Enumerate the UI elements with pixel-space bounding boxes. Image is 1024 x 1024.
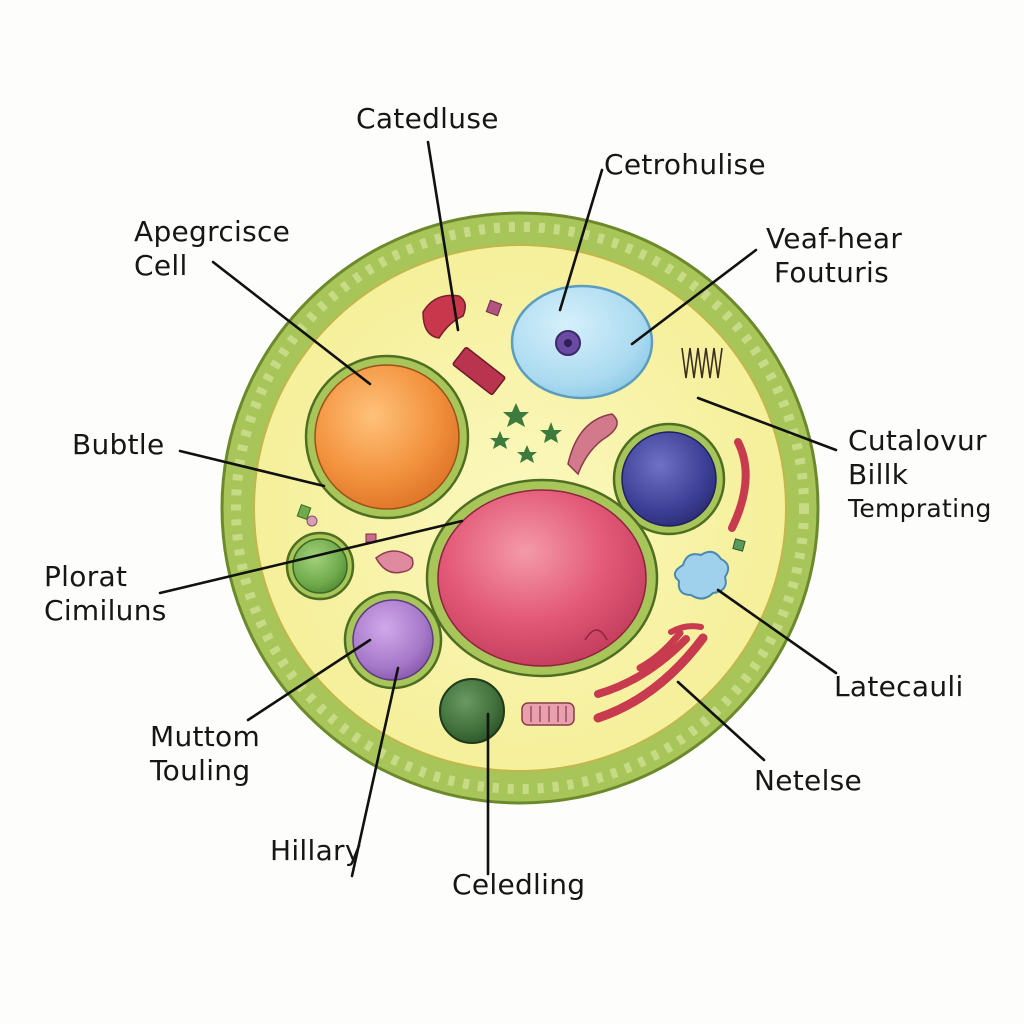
crimson-rectangle-organelle [452, 346, 506, 396]
label-plorat-line2: Cimiluns [44, 594, 167, 627]
label-bubtle-text: Bubtle [72, 428, 165, 461]
leader-line-apegrcisce [211, 260, 372, 386]
label-veafhear-fouturis: Veaf-hear Fouturis [766, 222, 902, 290]
label-catedluse-text: Catedluse [356, 102, 499, 135]
leader-line-cetrohulise [558, 168, 604, 312]
label-bubtle: Bubtle [72, 428, 165, 462]
label-latecauli: Latecauli [834, 670, 964, 704]
label-veafhear-line2: Fouturis [774, 256, 889, 289]
leader-line-bubtle [178, 449, 326, 488]
leader-line-catedluse [426, 140, 460, 332]
leader-line-plorat [158, 519, 464, 595]
leader-lines [158, 140, 838, 878]
label-veafhear-line1: Veaf-hear [766, 222, 903, 255]
leader-line-latecauli [716, 588, 838, 675]
leader-line-cutalovur [696, 396, 838, 452]
label-cutalovur-line2: Billk [848, 458, 909, 491]
label-apegrcisce-line1: Apegrcisce [134, 215, 291, 248]
label-muttom-line1: Muttom [150, 720, 261, 753]
green-organelle [285, 531, 355, 601]
leader-line-netelse [676, 680, 766, 762]
dark-green-organelle [439, 678, 505, 744]
leader-line-veafhear [630, 248, 758, 346]
label-cetrohulise: Cetrohulise [604, 148, 766, 182]
label-muttom-line2: Touling [150, 754, 251, 787]
label-celedling-text: Celedling [452, 868, 586, 901]
orange-organelle [304, 354, 470, 520]
navy-organelle [612, 422, 726, 536]
pink-curved-organelle [567, 413, 618, 476]
label-plorat-line1: Plorat [44, 560, 128, 593]
label-netelse: Netelse [754, 764, 862, 798]
small-green-bit [296, 504, 312, 520]
green-star-organelles [490, 403, 562, 463]
light-blue-organelle [673, 550, 730, 600]
label-apegrcisce-line2: Cell [134, 249, 188, 282]
label-hillary: Hillary [270, 834, 362, 868]
small-pink-bit [306, 515, 318, 527]
pink-bean-organelle [375, 550, 414, 574]
label-cutalovur-line1: Cutalovur [848, 424, 987, 457]
small-green-square-bit [732, 538, 746, 552]
label-cutalovur-line3: Temprating [848, 494, 992, 523]
blue-vacuole [510, 284, 654, 400]
leader-line-hillary [350, 666, 400, 878]
red-stacked-organelle [593, 623, 708, 723]
label-cetrohulise-text: Cetrohulise [604, 148, 766, 181]
label-latecauli-text: Latecauli [834, 670, 964, 703]
squiggle-organelle [681, 347, 723, 379]
leader-line-muttom [246, 638, 372, 722]
label-hillary-text: Hillary [270, 834, 362, 867]
purple-organelle [343, 590, 443, 690]
pink-nucleus [425, 478, 659, 678]
label-muttom-touling: Muttom Touling [150, 720, 260, 788]
label-plorat-cimiluns: Plorat Cimiluns [44, 560, 167, 628]
label-cutalovur-billk-temprating: Cutalovur Billk Temprating [848, 424, 992, 526]
label-celedling: Celedling [452, 868, 585, 902]
label-apegrcisce-cell: Apegrcisce Cell [134, 215, 290, 283]
ribbed-organelle [521, 702, 575, 726]
small-square-organelle [485, 299, 503, 317]
label-catedluse: Catedluse [356, 102, 499, 136]
red-curved-organelle [728, 438, 750, 532]
label-netelse-text: Netelse [754, 764, 863, 797]
